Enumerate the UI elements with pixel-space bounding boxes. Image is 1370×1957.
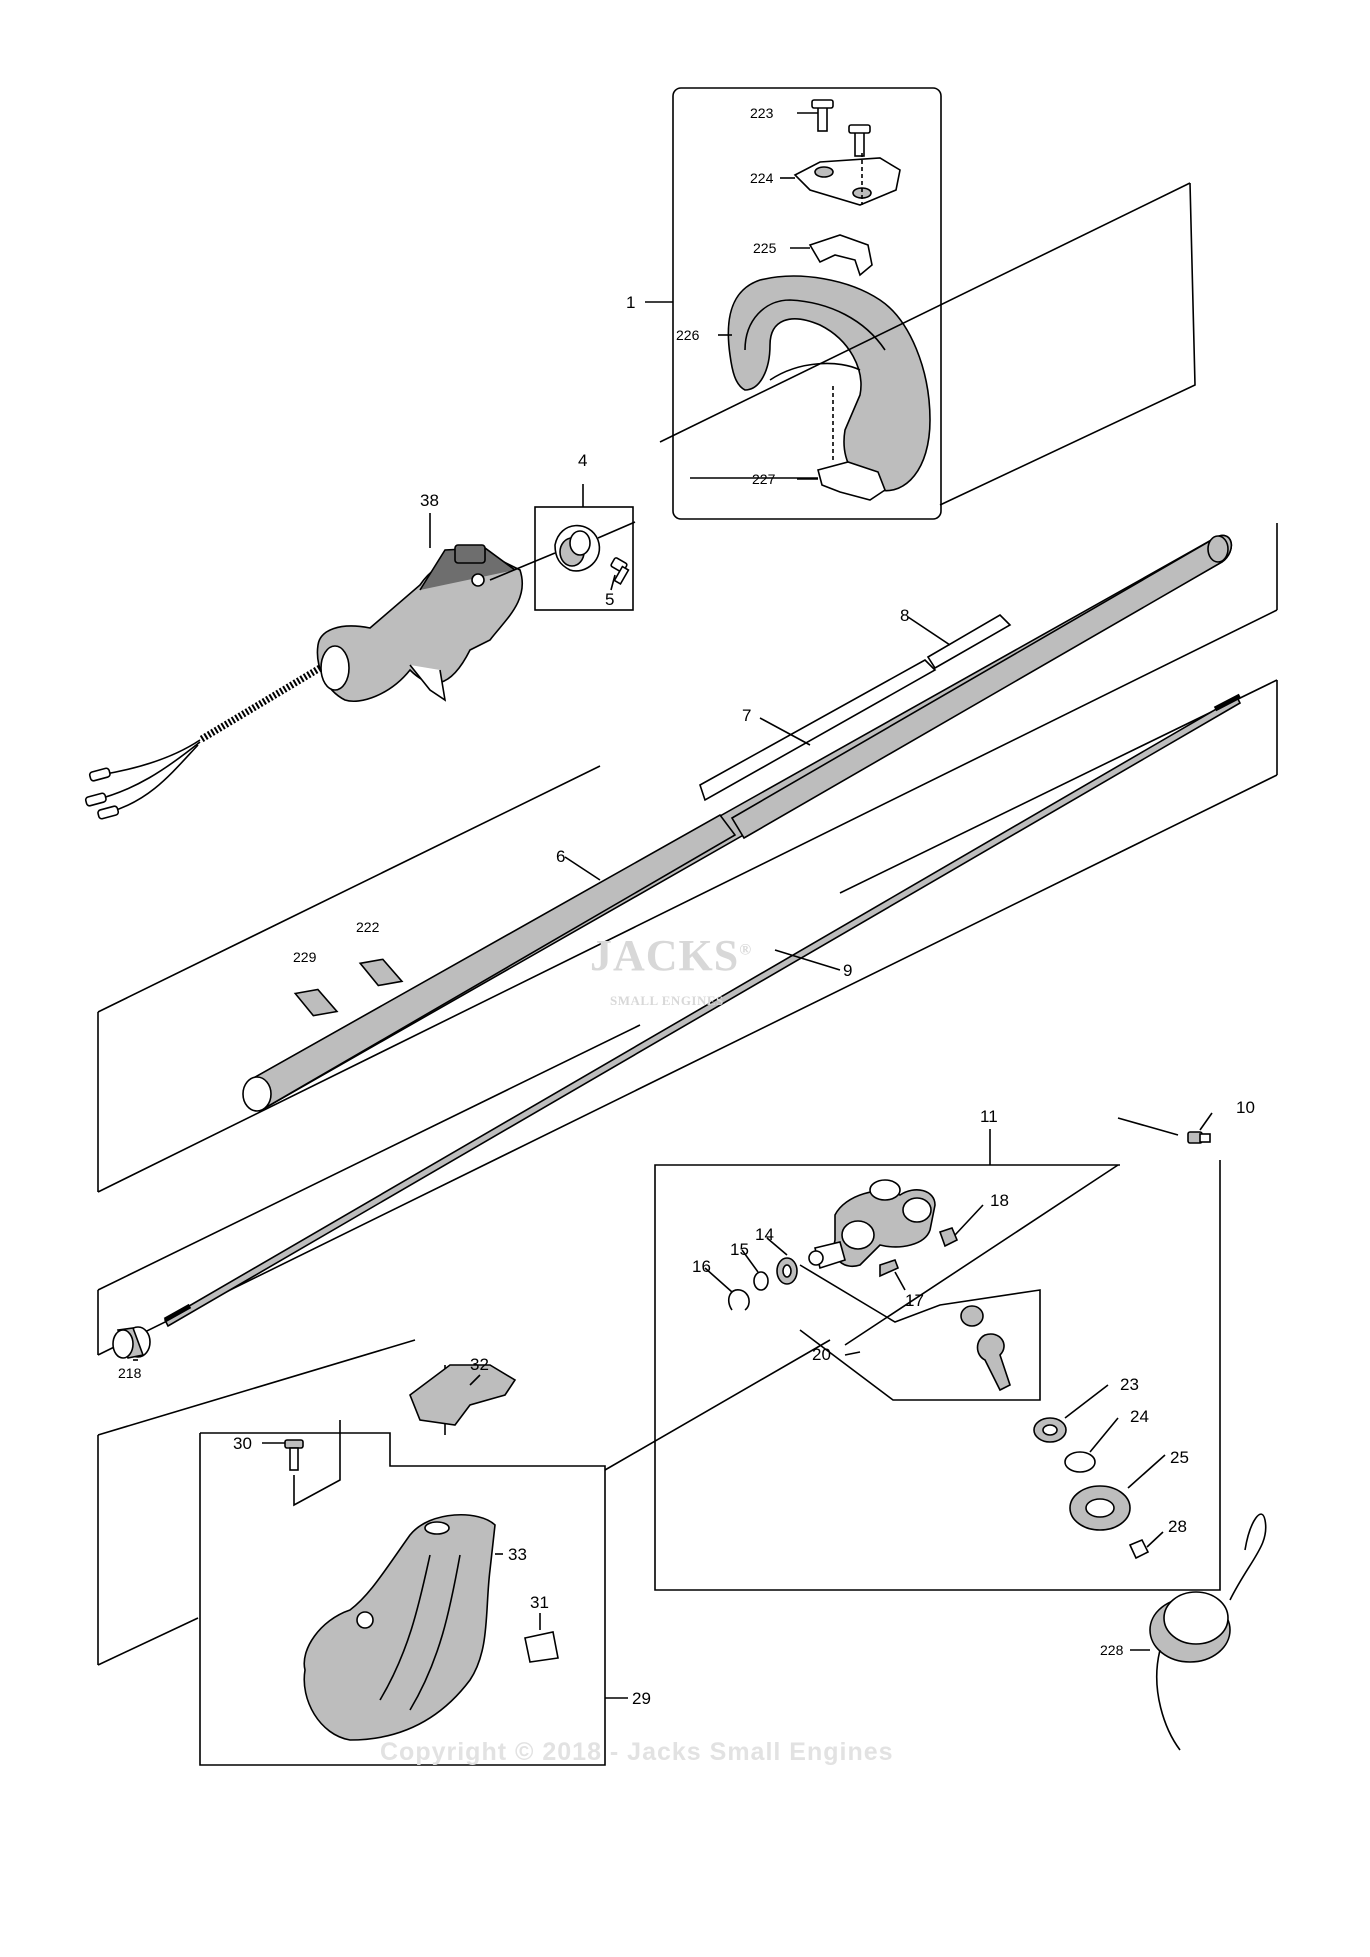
sub-box-20 [799,1264,1041,1401]
bolt-17 [879,1258,900,1278]
callout-228: 228 [1100,1642,1124,1658]
callout-14: 14 [755,1225,774,1244]
callout-5: 5 [605,590,614,609]
handle-assembly-box [672,87,942,520]
gear-head-group [654,1131,1221,1591]
gear-head-box [654,1160,1221,1591]
callout-15: 15 [730,1240,749,1259]
bolt-30 [284,1439,304,1471]
clamp-group-4 [489,506,636,611]
callout-31: 31 [530,1593,549,1612]
callout-1: 1 [626,293,635,312]
callout-16: 16 [692,1257,711,1276]
callout-32: 32 [470,1355,489,1374]
callout-6: 6 [556,847,565,866]
callout-9: 9 [843,961,852,980]
leader-lines [133,112,1213,1699]
label-31 [524,1631,559,1663]
callout-38: 38 [420,491,439,510]
shaft-tube-6 [242,534,1233,1112]
clamp-box-4 [534,506,634,611]
callout-10: 10 [1236,1098,1255,1117]
ring-24 [1064,1451,1096,1473]
callout-33: 33 [508,1545,527,1564]
callout-226: 226 [676,327,700,343]
watermark-copyright: Copyright © 2018 - Jacks Small Engines [380,1738,894,1766]
callout-4: 4 [578,451,587,470]
callout-227: 227 [752,471,776,487]
pad-229 [293,988,339,1017]
callout-222: 222 [356,919,380,935]
callout-25: 25 [1170,1448,1189,1467]
callout-8: 8 [900,606,909,625]
handle-assembly-group [672,87,942,520]
callout-18: 18 [990,1191,1009,1210]
callout-218: 218 [118,1365,142,1381]
bolt-223 [811,99,871,157]
callout-223: 223 [750,105,774,121]
callout-229: 229 [293,949,317,965]
callout-24: 24 [1130,1407,1149,1426]
bushing-218 [112,1326,151,1359]
throttle-handle-38 [84,544,523,820]
label-strip-7 [699,659,937,802]
drive-shaft-9 [163,693,1242,1328]
bolt-5 [610,557,630,586]
circlip-16 [728,1289,750,1311]
callout-labels: 1 223 224 225 226 227 4 5 38 8 7 6 222 2… [118,105,1255,1708]
guide-lines [97,182,1278,1666]
bracket-32 [409,1364,517,1426]
cover-28 [1128,1538,1150,1560]
pad-222 [358,958,404,987]
guard-group [199,1364,606,1766]
watermark-subtitle: SMALL ENGINES [610,993,724,1008]
callout-17: 17 [905,1291,924,1310]
handle-clamp-227 [817,461,886,501]
callout-225: 225 [753,240,777,256]
watermark-logo: JACKS® [590,931,753,980]
handle-plate-225 [808,234,873,277]
trimmer-head-228 [1149,1513,1267,1751]
label-strip-8 [926,613,1012,670]
callout-28: 28 [1168,1517,1187,1536]
callout-11: 11 [980,1107,998,1126]
callout-23: 23 [1120,1375,1139,1394]
callout-20: 20 [812,1345,831,1364]
callout-7: 7 [742,706,751,725]
guard-box [199,1432,606,1766]
callout-224: 224 [750,170,774,186]
ring-15 [753,1271,769,1291]
bolt-18 [938,1227,959,1248]
callout-30: 30 [233,1434,252,1453]
guard-33 [303,1513,496,1741]
callout-29: 29 [632,1689,651,1708]
handle-clamp-224 [793,157,901,206]
bolt-10 [1187,1131,1211,1144]
